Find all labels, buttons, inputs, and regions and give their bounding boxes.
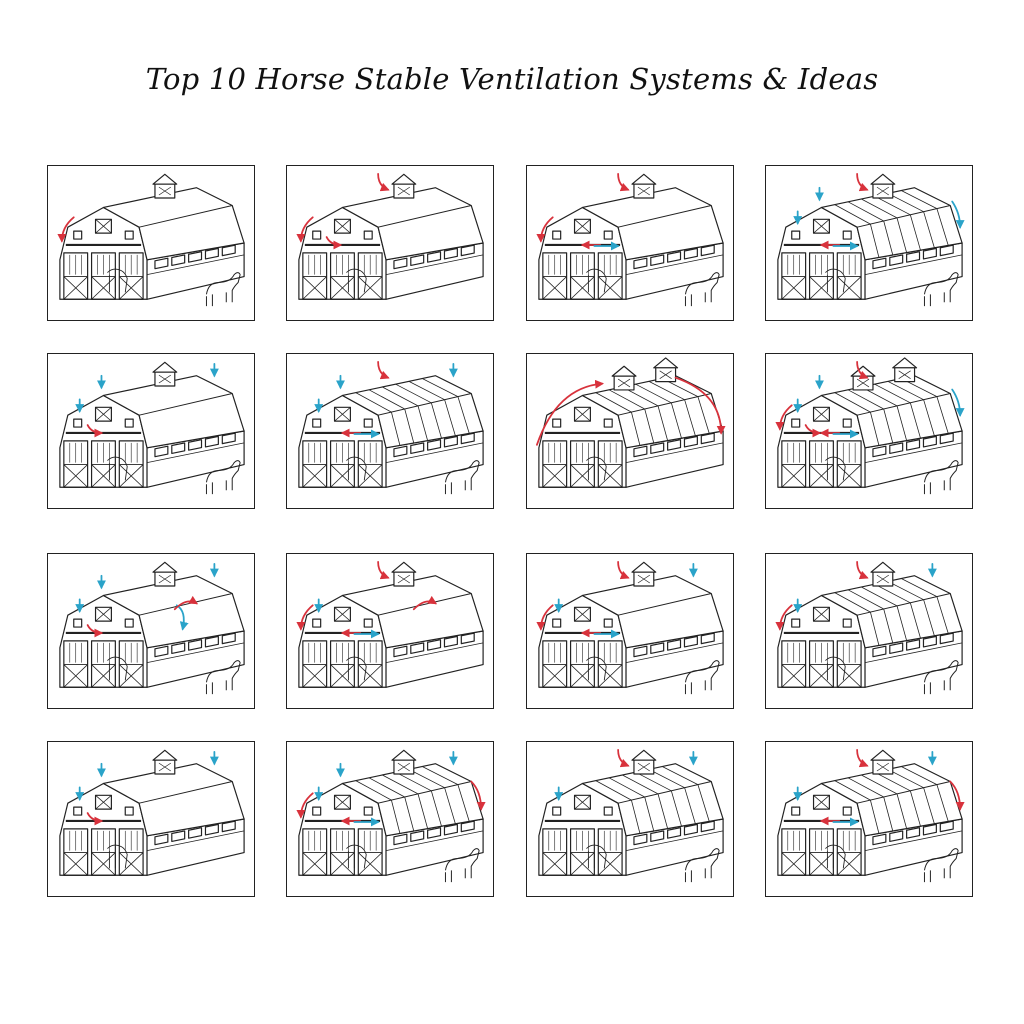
cupola <box>654 358 678 382</box>
cupola <box>893 358 917 382</box>
barn-illustration <box>766 554 972 708</box>
warm-air-arrow <box>618 750 628 766</box>
warm-air-arrow <box>618 562 628 578</box>
barn-illustration <box>527 166 733 320</box>
warm-air-arrow <box>618 174 628 190</box>
barn-panel <box>765 165 973 321</box>
cupola <box>632 750 656 774</box>
warm-air-arrow <box>378 362 388 378</box>
cupola <box>632 174 656 198</box>
barn-panel <box>526 165 734 321</box>
barn-illustration <box>766 166 972 320</box>
barn-illustration <box>287 554 493 708</box>
warm-air-arrow <box>857 750 867 766</box>
barn-illustration <box>766 354 972 508</box>
cupola <box>871 750 895 774</box>
barn-drawing <box>539 750 723 882</box>
barn-drawing <box>60 174 244 306</box>
barn-panel <box>286 165 494 321</box>
cupola <box>153 562 177 586</box>
barn-drawing <box>778 750 962 882</box>
barn-illustration <box>527 554 733 708</box>
warm-air-arrow <box>857 174 867 190</box>
barn-illustration <box>287 742 493 896</box>
barn-drawing <box>778 174 962 306</box>
barn-illustration <box>48 354 254 508</box>
barn-illustration <box>766 742 972 896</box>
barn-panel <box>286 741 494 897</box>
barn-drawing <box>299 376 483 494</box>
barn-drawing <box>778 562 962 694</box>
barn-illustration <box>48 166 254 320</box>
barn-illustration <box>527 354 733 508</box>
barn-drawing <box>539 562 723 694</box>
barn-panel <box>47 165 255 321</box>
barn-panel <box>47 741 255 897</box>
barn-illustration <box>527 742 733 896</box>
barn-panel <box>526 353 734 509</box>
warm-air-arrow <box>378 562 388 578</box>
barn-drawing <box>60 362 244 494</box>
barn-panel <box>286 553 494 709</box>
barn-drawing <box>60 562 244 694</box>
warm-air-arrow <box>378 174 388 190</box>
barn-drawing <box>539 174 723 306</box>
barn-illustration <box>48 554 254 708</box>
cupola <box>851 366 875 390</box>
cupola <box>392 750 416 774</box>
barn-panel <box>47 553 255 709</box>
cupola <box>153 362 177 386</box>
cupola <box>632 562 656 586</box>
cupola <box>392 562 416 586</box>
barn-illustration <box>48 742 254 896</box>
warm-air-arrow <box>857 562 867 578</box>
barn-drawing <box>539 358 723 487</box>
barn-panel <box>765 741 973 897</box>
barn-illustration <box>287 354 493 508</box>
barn-panel <box>526 553 734 709</box>
cupola <box>871 174 895 198</box>
cupola <box>153 750 177 774</box>
cupola <box>153 174 177 198</box>
barn-drawing <box>299 562 483 687</box>
cupola <box>612 366 636 390</box>
barn-panel <box>526 741 734 897</box>
barn-panel <box>286 353 494 509</box>
barn-drawing <box>299 750 483 882</box>
barn-panel <box>765 353 973 509</box>
cupola <box>871 562 895 586</box>
barn-panel <box>47 353 255 509</box>
cupola <box>392 174 416 198</box>
barn-illustration <box>287 166 493 320</box>
barn-panel <box>765 553 973 709</box>
